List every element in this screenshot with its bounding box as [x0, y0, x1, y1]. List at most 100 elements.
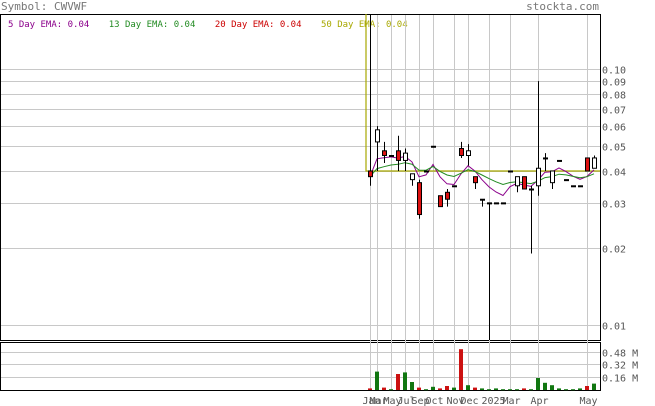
volume-bar — [438, 388, 442, 390]
date-tick-label: Mar — [503, 396, 521, 406]
price-tick-label: 0.07 — [602, 106, 626, 117]
candle-body — [550, 170, 555, 184]
candle-body — [515, 176, 520, 187]
volume-panel-frame — [0, 342, 601, 391]
candle-body — [368, 170, 373, 178]
candle-body — [585, 157, 590, 172]
candle-body — [529, 188, 534, 191]
volume-bar — [466, 385, 470, 390]
volume-bar — [445, 386, 449, 390]
candle-body — [508, 170, 513, 173]
candle-body — [452, 185, 457, 188]
candle-body — [480, 198, 485, 201]
price-tick-label: 0.05 — [602, 143, 626, 154]
volume-bar — [550, 385, 554, 390]
volume-bar — [368, 388, 372, 390]
ema-legend: 5 Day EMA: 0.04 13 Day EMA: 0.04 20 Day … — [8, 20, 422, 30]
candle-body — [473, 176, 478, 184]
symbol-label: Symbol: CWVWF — [1, 0, 88, 13]
ema-50-line — [365, 14, 600, 172]
date-tick-label: Jul — [398, 396, 416, 406]
candle-body — [487, 202, 492, 205]
volume-bar — [585, 386, 589, 390]
volume-bar — [557, 388, 561, 390]
date-tick-label: Sep — [412, 396, 430, 406]
volume-bar — [375, 371, 379, 390]
volume-bar — [501, 389, 505, 391]
volume-bar — [396, 374, 400, 390]
volume-bar — [543, 382, 547, 390]
price-tick-label: 0.04 — [602, 168, 626, 179]
price-tick-label: 0.02 — [602, 245, 626, 256]
candle-body — [438, 195, 443, 208]
date-tick-label: Mar — [370, 396, 388, 406]
candle-body — [459, 148, 464, 157]
price-tick-label: 0.06 — [602, 123, 626, 134]
volume-bar — [452, 387, 456, 390]
candle-body — [375, 129, 380, 143]
candle-body — [578, 185, 583, 188]
candle-body — [536, 167, 541, 187]
candle-body — [543, 157, 548, 160]
volume-bar — [494, 388, 498, 390]
price-tick-label: 0.10 — [602, 66, 626, 77]
volume-tick-label: 0.32 M — [602, 361, 638, 372]
volume-bar — [515, 389, 519, 391]
ema-20-label: 20 Day EMA: 0.04 — [214, 20, 302, 30]
candle-body — [396, 150, 401, 161]
candle-body — [494, 202, 499, 205]
price-tick-label: 0.08 — [602, 91, 626, 102]
candle-body — [466, 150, 471, 157]
volume-bar — [487, 389, 491, 391]
candle-body — [417, 182, 422, 216]
volume-bar — [578, 388, 582, 390]
volume-bar — [431, 386, 435, 390]
price-panel-frame — [0, 14, 601, 341]
volume-tick-label: 0.48 M — [602, 349, 638, 360]
candle-body — [410, 173, 415, 181]
date-tick-label: May — [580, 396, 598, 406]
volume-bar — [389, 389, 393, 391]
candle-body — [389, 155, 394, 158]
volume-tick-label: 0.16 M — [602, 374, 638, 385]
price-tick-label: 0.01 — [602, 322, 626, 333]
candle-body — [431, 145, 436, 148]
volume-bar — [592, 383, 596, 390]
volume-bar — [473, 387, 477, 390]
volume-bar — [529, 389, 533, 391]
volume-bar — [424, 389, 428, 391]
date-tick-label: Apr — [531, 396, 549, 406]
volume-bar — [417, 387, 421, 390]
ema-50-label: 50 Day EMA: 0.04 — [320, 20, 408, 30]
ema-13-label: 13 Day EMA: 0.04 — [108, 20, 196, 30]
volume-bar — [403, 372, 407, 390]
candle-body — [382, 150, 387, 157]
volume-bar — [564, 389, 568, 391]
candle-body — [557, 159, 562, 162]
volume-bar — [536, 378, 540, 390]
date-tick-label: Dec — [461, 396, 479, 406]
volume-bar — [522, 388, 526, 390]
candle-body — [592, 157, 597, 169]
candle-body — [424, 170, 429, 173]
date-tick-label: Jan — [363, 396, 381, 406]
date-tick-label: May — [384, 396, 402, 406]
candle-body — [445, 191, 450, 200]
volume-bar — [571, 389, 575, 391]
price-tick-label: 0.09 — [602, 78, 626, 89]
date-tick-label: Oct — [426, 396, 444, 406]
site-name: stockta.com — [526, 0, 599, 13]
date-tick-label: 2025 — [482, 396, 506, 406]
volume-bar — [382, 387, 386, 390]
volume-bar — [410, 382, 414, 390]
ema-13-line — [369, 162, 595, 186]
ema-5-label: 5 Day EMA: 0.04 — [8, 20, 90, 30]
volume-bar — [459, 349, 463, 390]
ema-5-line — [369, 155, 595, 197]
candle-body — [501, 202, 506, 205]
candle-body — [522, 176, 527, 190]
volume-bar — [508, 389, 512, 391]
volume-bar — [480, 388, 484, 390]
